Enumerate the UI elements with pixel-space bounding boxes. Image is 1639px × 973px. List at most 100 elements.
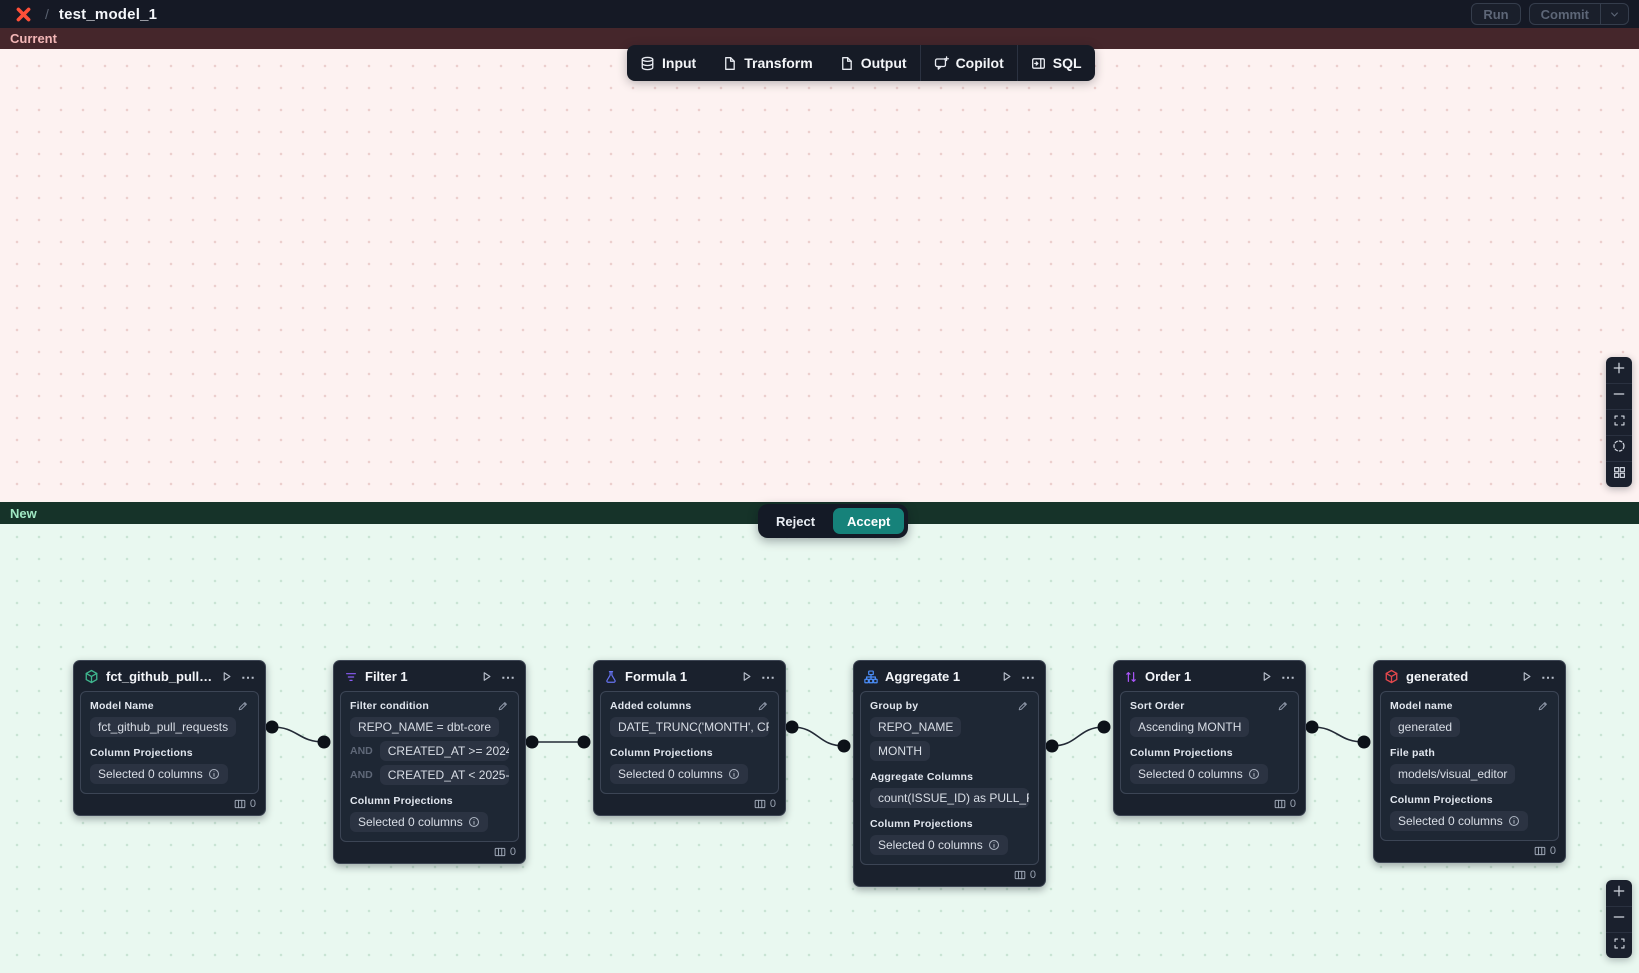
pencil-icon[interactable] xyxy=(237,700,249,712)
flask-icon xyxy=(604,670,618,684)
ellipsis-menu-icon[interactable]: ⋯ xyxy=(761,668,776,685)
pencil-icon[interactable] xyxy=(497,700,509,712)
new-canvas[interactable] xyxy=(0,524,1639,973)
value-pill[interactable]: Selected 0 columns xyxy=(870,835,1008,855)
locate-button[interactable] xyxy=(1606,435,1632,461)
toolbar-item-output[interactable]: Output xyxy=(826,45,920,81)
zoom-out-icon xyxy=(1612,387,1626,406)
value-pill[interactable]: DATE_TRUNC('MONTH', CREATED_AT… xyxy=(610,717,769,737)
section-row: models/visual_editor xyxy=(1390,764,1549,784)
value-pill[interactable]: CREATED_AT < 2025-03-01 xyxy=(379,765,509,785)
minimap-button[interactable] xyxy=(1606,461,1632,487)
section-header: Model Name xyxy=(90,700,249,712)
section-header: Filter condition xyxy=(350,700,509,712)
value-pill[interactable]: MONTH xyxy=(870,741,930,761)
ellipsis-menu-icon[interactable]: ⋯ xyxy=(1541,668,1556,685)
pencil-icon[interactable] xyxy=(757,700,769,712)
section-header: Column Projections xyxy=(1390,794,1549,806)
breadcrumb-separator: / xyxy=(45,6,49,22)
toolbar-item-input[interactable]: Input xyxy=(627,45,709,81)
toolbar-item-copilot[interactable]: Copilot xyxy=(921,45,1017,81)
value-pill[interactable]: CREATED_AT >= 2024-12-01 xyxy=(379,741,509,761)
pill-text: Selected 0 columns xyxy=(358,815,463,829)
value-pill[interactable]: fct_github_pull_requests xyxy=(90,717,237,737)
section-row: Selected 0 columns xyxy=(610,764,769,784)
play-icon[interactable] xyxy=(220,670,233,683)
section-label: File path xyxy=(1390,747,1435,759)
fit-view-button[interactable] xyxy=(1606,409,1632,435)
play-icon[interactable] xyxy=(740,670,753,683)
value-pill[interactable]: Selected 0 columns xyxy=(90,764,228,784)
pill-text: Selected 0 columns xyxy=(1138,767,1243,781)
ellipsis-menu-icon[interactable]: ⋯ xyxy=(501,668,516,685)
play-icon[interactable] xyxy=(1000,670,1013,683)
pencil-icon[interactable] xyxy=(1277,700,1289,712)
section-header: Column Projections xyxy=(90,747,249,759)
columns-icon xyxy=(754,798,766,810)
reject-button[interactable]: Reject xyxy=(776,513,816,529)
node-header: Formula 1⋯ xyxy=(594,661,785,691)
section-row: REPO_NAME xyxy=(870,717,1029,737)
chevron-down-icon[interactable] xyxy=(1601,8,1628,21)
value-pill[interactable]: REPO_NAME = dbt-core xyxy=(350,717,500,737)
commit-button[interactable]: Commit xyxy=(1540,6,1589,22)
pencil-icon[interactable] xyxy=(1537,700,1549,712)
section-header: File path xyxy=(1390,747,1549,759)
minimap-icon xyxy=(1613,466,1626,484)
play-icon[interactable] xyxy=(1520,670,1533,683)
ellipsis-menu-icon[interactable]: ⋯ xyxy=(1281,668,1296,685)
pill-text: CREATED_AT >= 2024-12-01 xyxy=(387,744,509,758)
value-pill[interactable]: generated xyxy=(1390,717,1461,737)
play-icon[interactable] xyxy=(1260,670,1273,683)
fit-view-button[interactable] xyxy=(1606,932,1632,958)
pencil-icon[interactable] xyxy=(1017,700,1029,712)
toolbar-item-transform[interactable]: Transform xyxy=(709,45,825,81)
pill-text: CREATED_AT < 2025-03-01 xyxy=(387,768,509,782)
node-section: Model Name fct_github_pull_requests xyxy=(90,700,249,737)
section-rows: Selected 0 columns xyxy=(870,835,1029,855)
run-button[interactable]: Run xyxy=(1471,3,1521,25)
section-header: Column Projections xyxy=(870,818,1029,830)
ellipsis-menu-icon[interactable]: ⋯ xyxy=(241,668,256,685)
current-diff-bar: Current xyxy=(0,28,1639,49)
zoom-in-button[interactable] xyxy=(1606,357,1632,383)
section-label: Filter condition xyxy=(350,700,430,712)
condition-operator: AND xyxy=(350,745,373,757)
cube-icon xyxy=(1384,669,1399,684)
node-title: generated xyxy=(1406,669,1469,684)
ellipsis-menu-icon[interactable]: ⋯ xyxy=(1021,668,1036,685)
value-pill[interactable]: Selected 0 columns xyxy=(350,812,488,832)
fit-view-icon xyxy=(1613,937,1626,955)
value-pill[interactable]: models/visual_editor xyxy=(1390,764,1516,784)
zoom-in-button[interactable] xyxy=(1606,880,1632,906)
zoom-out-button[interactable] xyxy=(1606,383,1632,409)
value-pill[interactable]: Selected 0 columns xyxy=(1130,764,1268,784)
value-pill[interactable]: count(ISSUE_ID) as PULL_REQUEST_… xyxy=(870,788,1029,808)
node-fct-github-pull-requests[interactable]: fct_github_pull_requests ⋯ Model Name fct_g… xyxy=(73,660,266,816)
current-label: Current xyxy=(10,31,57,46)
value-pill[interactable]: REPO_NAME xyxy=(870,717,962,737)
value-pill[interactable]: Ascending MONTH xyxy=(1130,717,1250,737)
accept-button[interactable]: Accept xyxy=(833,508,905,534)
section-label: Column Projections xyxy=(1390,794,1493,806)
info-icon xyxy=(728,768,740,780)
info-icon xyxy=(1248,768,1260,780)
section-header: Added columns xyxy=(610,700,769,712)
current-canvas[interactable] xyxy=(0,49,1639,502)
dbt-logo-icon[interactable] xyxy=(14,5,33,24)
zoom-out-button[interactable] xyxy=(1606,906,1632,932)
value-pill[interactable]: Selected 0 columns xyxy=(610,764,748,784)
toolbar-item-sql[interactable]: SQL xyxy=(1018,45,1095,81)
pill-text: Selected 0 columns xyxy=(878,838,983,852)
value-pill[interactable]: Selected 0 columns xyxy=(1390,811,1528,831)
play-icon[interactable] xyxy=(480,670,493,683)
node-footer: 0 xyxy=(74,794,265,815)
